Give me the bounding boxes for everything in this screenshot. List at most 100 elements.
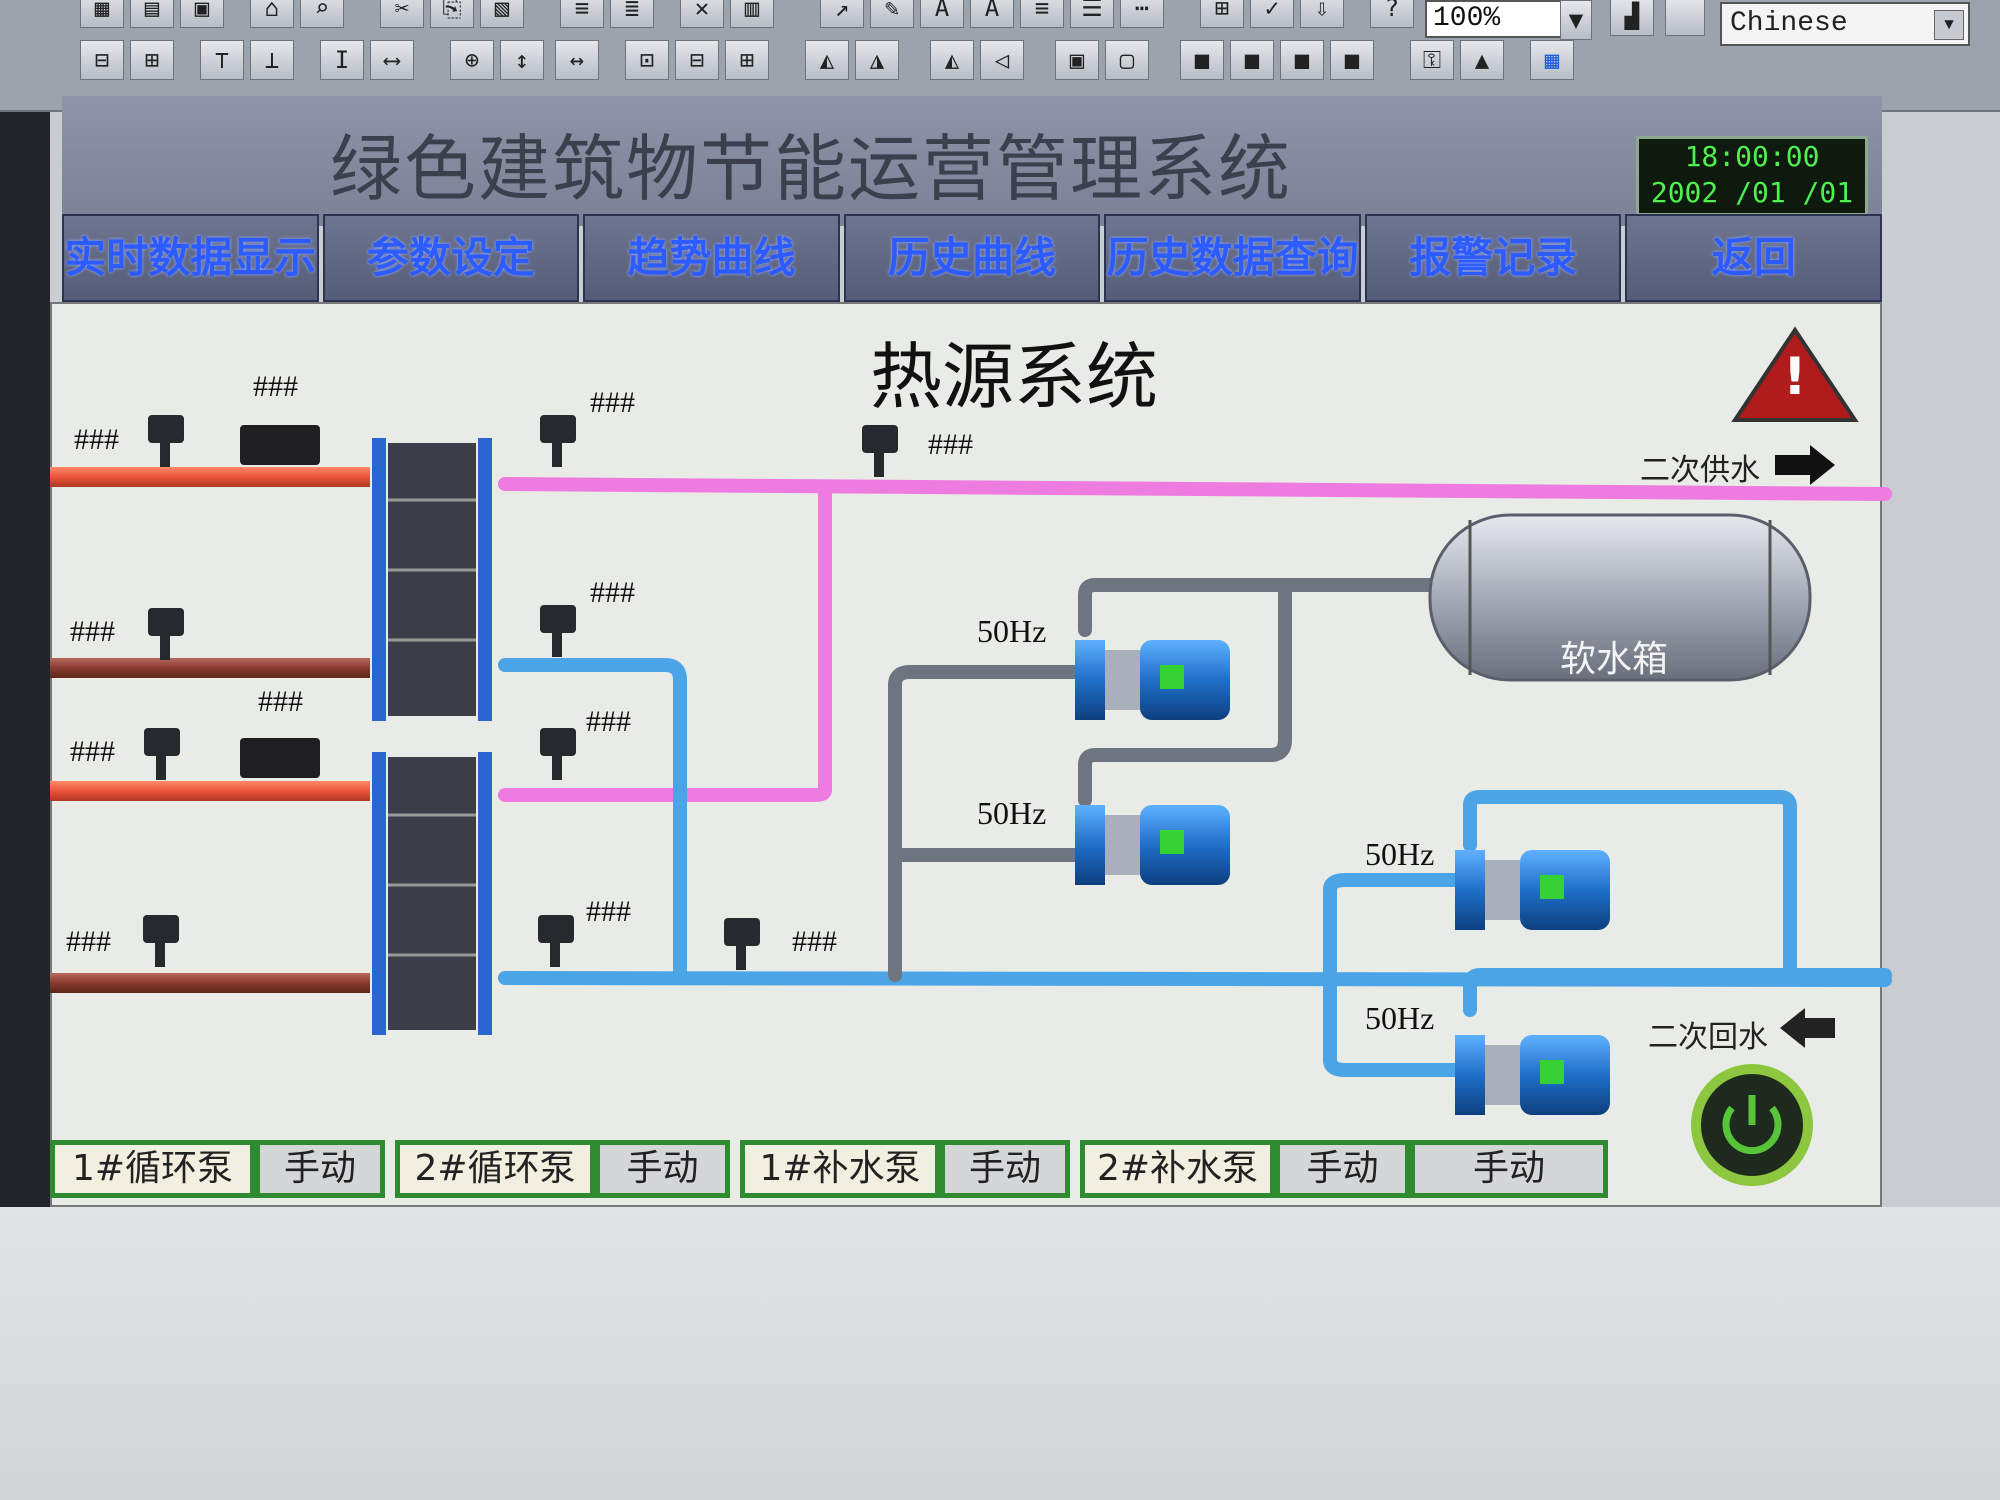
grid-icon[interactable]: ⋯ [1120, 0, 1164, 28]
pump-1-makeup-mode[interactable]: 手动 [940, 1140, 1070, 1198]
pump-1-makeup-button[interactable]: 1#补水泵 [740, 1140, 940, 1198]
plate-heat-exchanger [372, 438, 492, 721]
main-nav: 实时数据显示 参数设定 趋势曲线 历史曲线 历史数据查询 报警记录 返回 [62, 214, 1883, 302]
text-icon[interactable]: A [920, 0, 964, 28]
close-icon[interactable]: ✕ [680, 0, 724, 28]
soft-water-tank [1428, 513, 1812, 682]
align-icon[interactable]: ⊕ [450, 40, 494, 80]
nav-realtime-data[interactable]: 实时数据显示 [62, 214, 319, 302]
align-icon[interactable]: ↔ [555, 40, 599, 80]
pump-frequency: 50Hz [977, 795, 1047, 831]
nav-alarm-records[interactable]: 报警记录 [1364, 214, 1622, 302]
layer-icon[interactable]: ■ [1230, 40, 1274, 80]
secondary-return-label: 二次回水 [1648, 1020, 1768, 1055]
tool-icon[interactable]: ⌕ [300, 0, 344, 28]
ungroup-icon[interactable]: ▢ [1105, 40, 1149, 80]
edit-icon[interactable]: ✎ [870, 0, 914, 28]
clock-time: 18:00:00 [1684, 140, 1820, 173]
nav-history-curve[interactable]: 历史曲线 [843, 214, 1101, 302]
mode-button[interactable]: 手动 [1410, 1140, 1608, 1198]
value-placeholder: ### [586, 705, 631, 738]
align-icon[interactable]: I [320, 40, 364, 80]
pump-2-makeup-button[interactable]: 2#补水泵 [1080, 1140, 1275, 1198]
nav-history-query[interactable]: 历史数据查询 [1104, 214, 1361, 302]
secondary-supply-label: 二次供水 [1640, 453, 1760, 488]
toolbar: ▦ ▤ ▣ ⌂ ⌕ ✂ ⎘ ▧ ≡ ≣ ✕ ▥ ↗ ✎ A A ≡ ☰ ⋯ ⊞ … [0, 0, 2000, 112]
tool-icon[interactable]: ▧ [480, 0, 524, 28]
tool-icon[interactable]: ▥ [730, 0, 774, 28]
rotate-icon[interactable]: ◮ [855, 40, 899, 80]
value-placeholder: ### [70, 615, 115, 648]
primary-return-pipe [50, 973, 370, 993]
align-icon[interactable]: ⊡ [625, 40, 669, 80]
tool-icon[interactable]: ⎘ [430, 0, 474, 28]
align-icon[interactable]: ⊟ [80, 40, 124, 80]
power-button[interactable] [1694, 1067, 1810, 1183]
tool-icon[interactable]: ↗ [820, 0, 864, 28]
pump-1-circulation-mode[interactable]: 手动 [255, 1140, 385, 1198]
lock-icon[interactable]: ⚿ [1410, 40, 1454, 80]
title-bar [62, 96, 1882, 226]
align-icon[interactable]: ⊤ [200, 40, 244, 80]
tool-icon[interactable]: ▦ [80, 0, 124, 28]
chevron-down-icon[interactable]: ▼ [1560, 0, 1592, 40]
language-value: Chinese [1730, 8, 1848, 39]
tool-icon[interactable]: ▣ [180, 0, 224, 28]
nav-parameter-settings[interactable]: 参数设定 [322, 214, 580, 302]
pump-2-makeup-mode[interactable]: 手动 [1275, 1140, 1410, 1198]
pump-2-circulation-mode[interactable]: 手动 [595, 1140, 730, 1198]
tool-icon[interactable]: ▤ [130, 0, 174, 28]
pump-frequency: 50Hz [1365, 836, 1435, 872]
secondary-return-pipe [498, 658, 1892, 1077]
electric-valve [240, 738, 320, 778]
image-icon[interactable]: ▲ [1460, 40, 1504, 80]
tool-icon[interactable]: ⇩ [1300, 0, 1344, 28]
pump-1-circulation-button[interactable]: 1#循环泵 [50, 1140, 255, 1198]
help-icon[interactable]: ? [1370, 0, 1414, 28]
tool-icon[interactable]: ⌂ [250, 0, 294, 28]
grid-icon[interactable]: ▦ [1530, 40, 1574, 80]
value-placeholder: ### [74, 423, 119, 456]
align-icon[interactable]: ⊞ [130, 40, 174, 80]
tool-icon[interactable]: ✂ [380, 0, 424, 28]
nav-trend-curve[interactable]: 趋势曲线 [583, 214, 840, 302]
check-icon[interactable]: ✓ [1250, 0, 1294, 28]
align-icon[interactable]: ↕ [500, 40, 544, 80]
text-color-icon[interactable]: A [970, 0, 1014, 28]
warning-icon [1731, 326, 1859, 422]
chevron-down-icon[interactable]: ▼ [1934, 10, 1964, 40]
tool-icon[interactable]: ☰ [1070, 0, 1114, 28]
warning-glyph: ! [1783, 347, 1807, 407]
circulation-pump [1075, 640, 1230, 720]
align-icon[interactable]: ⟷ [370, 40, 414, 80]
tool-icon[interactable]: ≣ [610, 0, 654, 28]
layer-icon[interactable]: ■ [1330, 40, 1374, 80]
value-placeholder: ### [586, 895, 631, 928]
zoom-select[interactable]: 100% [1425, 0, 1570, 38]
align-icon[interactable]: ⊞ [725, 40, 769, 80]
tool-icon[interactable] [1665, 0, 1705, 36]
pump-frequency: 50Hz [1365, 1000, 1435, 1036]
align-icon[interactable]: ⊟ [675, 40, 719, 80]
tool-icon[interactable]: ▟ [1610, 0, 1654, 36]
power-icon-arc [1722, 1105, 1782, 1155]
flip-icon[interactable]: ◁ [980, 40, 1024, 80]
layer-icon[interactable]: ■ [1180, 40, 1224, 80]
tool-icon[interactable]: ≡ [560, 0, 604, 28]
rotate-icon[interactable]: ◭ [805, 40, 849, 80]
primary-hot-pipe [50, 467, 370, 487]
primary-hot-pipe [50, 781, 370, 801]
layer-icon[interactable]: ■ [1280, 40, 1324, 80]
tool-icon[interactable]: ≡ [1020, 0, 1064, 28]
electric-valve [240, 425, 320, 465]
circulation-pump [1075, 805, 1230, 885]
value-placeholder: ### [70, 735, 115, 768]
flip-icon[interactable]: ◭ [930, 40, 974, 80]
align-icon[interactable]: ⊥ [250, 40, 294, 80]
nav-back[interactable]: 返回 [1625, 214, 1883, 302]
language-select[interactable]: Chinese ▼ [1720, 2, 1970, 46]
group-icon[interactable]: ▣ [1055, 40, 1099, 80]
tool-icon[interactable]: ⊞ [1200, 0, 1244, 28]
pump-2-circulation-button[interactable]: 2#循环泵 [395, 1140, 595, 1198]
